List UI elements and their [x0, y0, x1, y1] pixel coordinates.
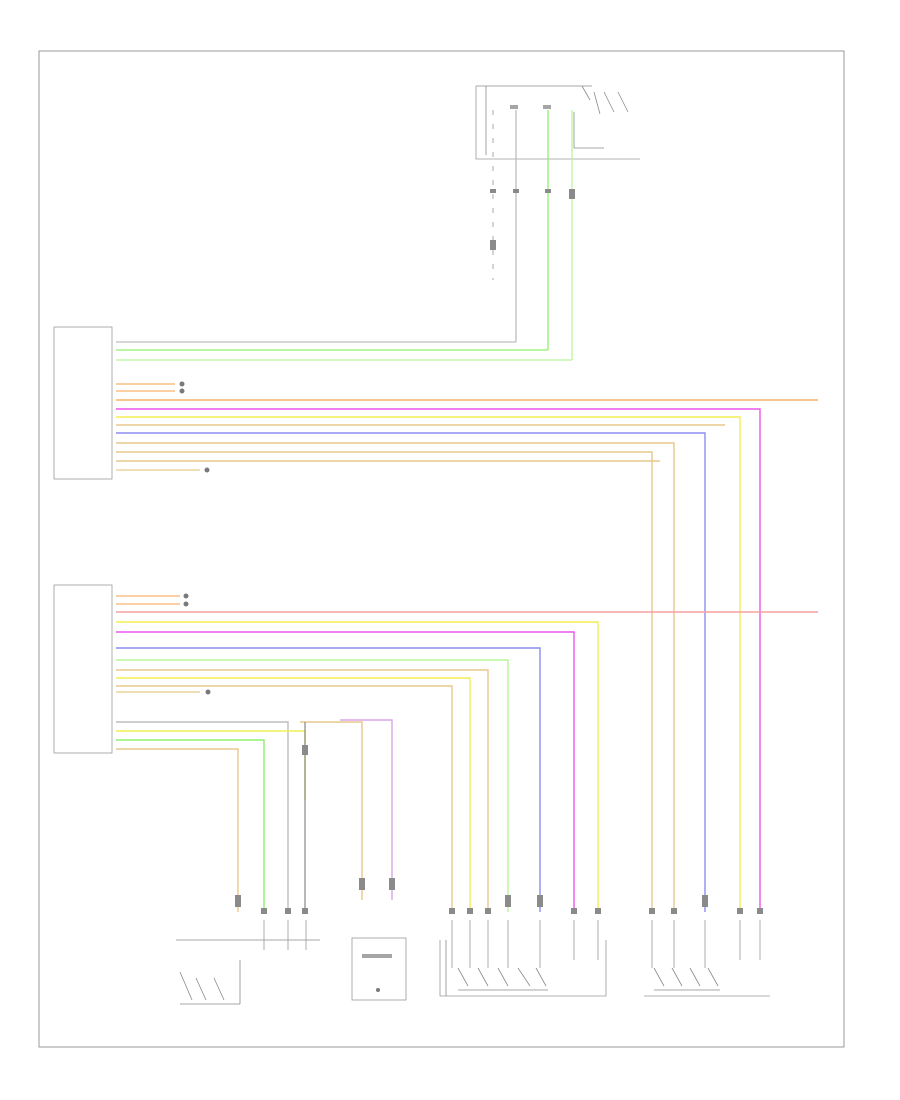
ground-icon	[179, 381, 185, 387]
bottom-switch-4	[644, 967, 770, 997]
switch-icon	[457, 967, 548, 991]
bottom-switch-3	[439, 940, 607, 997]
switch-icon	[653, 967, 720, 991]
connector-icon	[467, 908, 473, 914]
connector-icon	[649, 908, 655, 914]
wire-drop-stubs	[263, 920, 761, 968]
ground-icon	[183, 593, 189, 599]
connector-icon	[702, 895, 708, 907]
switch-icon	[573, 85, 629, 149]
connector-icon	[537, 895, 543, 907]
rear-lower-wires	[116, 719, 393, 912]
top-connectors	[490, 189, 575, 250]
front-transmission-module	[53, 326, 113, 480]
connector-icon	[285, 908, 291, 914]
rear-module	[53, 584, 113, 754]
connector-icon	[359, 878, 365, 890]
midpoint-connectors	[302, 745, 308, 755]
switch-icon	[179, 960, 241, 1005]
ftm-ground-markers	[179, 381, 210, 473]
connector-icon	[545, 189, 551, 193]
connector-icon	[757, 908, 763, 914]
connector-icon	[485, 908, 491, 914]
connector-icon	[302, 745, 308, 755]
bottom-connectors	[235, 878, 763, 914]
ground-icon	[179, 388, 185, 394]
top-switch-assembly	[475, 85, 640, 160]
connector-icon	[513, 189, 519, 193]
ground-icon	[204, 467, 210, 473]
rear-long-wires	[116, 611, 818, 912]
rear-short-wires	[116, 595, 200, 693]
ftm-upper-wires	[116, 341, 572, 361]
connector-icon	[389, 878, 395, 890]
ground-icon	[376, 988, 380, 992]
ftm-short-wires	[116, 383, 200, 471]
top-vertical-wires	[492, 110, 573, 360]
connector-icon	[490, 240, 496, 250]
ftm-long-wires	[116, 399, 818, 912]
bottom-switch-1	[176, 939, 320, 1005]
connector-icon	[671, 908, 677, 914]
rear-ground-markers	[183, 593, 211, 695]
ground-icon	[183, 601, 189, 607]
connector-icon	[449, 908, 455, 914]
connector-icon	[261, 908, 267, 914]
connector-icon	[569, 189, 575, 199]
connector-icon	[571, 908, 577, 914]
connector-icon	[505, 895, 511, 907]
connector-icon	[737, 908, 743, 914]
connector-icon	[302, 908, 308, 914]
connector-icon	[595, 908, 601, 914]
ground-icon	[205, 689, 211, 695]
diagram-frame	[38, 50, 845, 1048]
bottom-switch-2	[351, 937, 407, 1001]
connector-icon	[490, 189, 496, 193]
connector-icon	[235, 895, 241, 907]
